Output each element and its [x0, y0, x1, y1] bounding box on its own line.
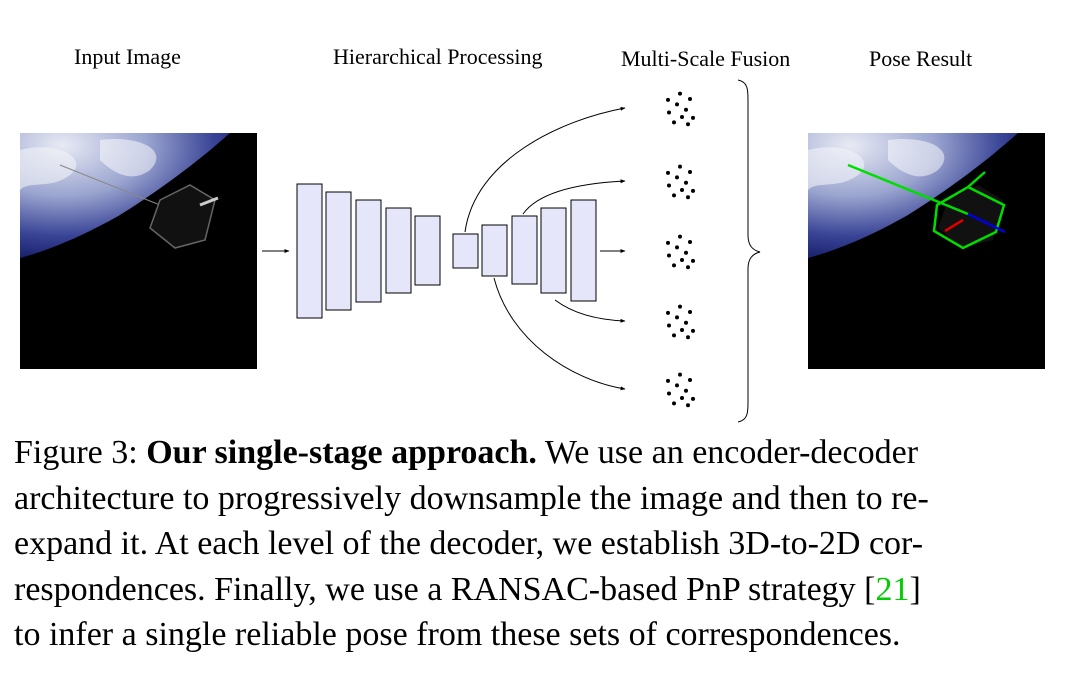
correspondence-point [672, 333, 676, 338]
correspondence-point [680, 258, 684, 262]
correspondence-point [686, 403, 690, 408]
correspondence-point [678, 91, 682, 96]
correspondence-point [684, 388, 688, 393]
correspondence-point [666, 310, 670, 315]
encoder-decoder [296, 183, 597, 319]
correspondence-point [688, 240, 692, 244]
encoder-layer [414, 215, 441, 286]
correspondence-point [672, 401, 676, 406]
correspondence-point [666, 240, 670, 245]
caption-line-2: architecture to progressively downsample… [14, 479, 929, 517]
figure-number: Figure 3: [14, 434, 147, 471]
multi-scale-fusion-label: Multi-Scale Fusion [621, 46, 791, 71]
correspondence-point [678, 372, 682, 377]
correspondence-point [686, 195, 690, 200]
correspondence-point [680, 328, 684, 332]
correspondence-point [684, 320, 688, 325]
correspondence-point [667, 323, 671, 328]
correspondence-point [678, 234, 682, 239]
correspondence-point [675, 175, 679, 180]
correspondence-point [680, 396, 684, 400]
correspondence-point [688, 97, 692, 101]
fusion-brace [737, 79, 761, 423]
input-image-label: Input Image [74, 44, 181, 69]
correspondence-point [678, 164, 682, 169]
correspondence-point [688, 378, 692, 382]
spacecraft [59, 164, 219, 249]
figure-caption: Figure 3: Our single-stage approach. We … [14, 430, 1064, 658]
hierarchical-processing-label: Hierarchical Processing [333, 44, 543, 69]
caption-lead: Our single-stage approach. [146, 434, 537, 471]
pose-result-image [808, 133, 1045, 369]
correspondence-point [686, 122, 690, 127]
caption-text: ] [909, 570, 921, 608]
correspondence-point [691, 258, 695, 263]
encoder-layer [385, 207, 412, 294]
caption-text: respondences. Finally, we use a RANSAC-b… [14, 570, 876, 608]
caption-text: We use an encoder-decoder [536, 434, 919, 471]
correspondence-sets [666, 91, 695, 408]
pipeline-diagram [20, 79, 1045, 423]
correspondence-point [684, 180, 688, 185]
decoder-layer [570, 199, 597, 302]
correspondence-point [680, 115, 684, 119]
decoder-layer [511, 215, 538, 285]
citation-link[interactable]: 21 [875, 570, 910, 608]
correspondence-point [667, 183, 671, 188]
correspondence-point [675, 315, 679, 320]
correspondence-point [666, 378, 670, 383]
correspondence-point [691, 188, 695, 193]
correspondence-point [666, 170, 670, 175]
correspondence-point [686, 265, 690, 270]
correspondence-point [691, 396, 695, 401]
correspondence-point [672, 263, 676, 268]
pose-overlay [847, 163, 1006, 250]
decoder-layer [481, 224, 508, 277]
encoder-layer [325, 191, 352, 311]
correspondence-point [688, 170, 692, 174]
correspondence-point [691, 328, 695, 333]
correspondence-point [667, 253, 671, 258]
correspondence-point [678, 304, 682, 309]
correspondence-point [675, 383, 679, 388]
correspondence-point [686, 335, 690, 340]
correspondence-point [667, 110, 671, 115]
correspondence-point [675, 102, 679, 107]
decoder-layer [540, 207, 567, 294]
earth-horizon [20, 133, 230, 258]
correspondence-point [688, 310, 692, 314]
encoder-layer [296, 183, 323, 319]
caption-line-5: to infer a single reliable pose from the… [14, 616, 901, 653]
correspondence-point [684, 250, 688, 255]
input-image [20, 133, 257, 369]
caption-line-4: respondences. Finally, we use a RANSAC-b… [14, 567, 1064, 613]
correspondence-point [684, 107, 688, 112]
correspondence-point [691, 115, 695, 120]
bottleneck-layer [452, 233, 479, 269]
encoder-layer [355, 199, 382, 303]
correspondence-point [666, 97, 670, 102]
correspondence-point [672, 120, 676, 125]
pose-result-label: Pose Result [869, 46, 973, 71]
correspondence-point [667, 391, 671, 396]
earth-horizon [808, 133, 1018, 258]
caption-line-3: expand it. At each level of the decoder,… [14, 525, 924, 562]
correspondence-point [675, 245, 679, 250]
correspondence-point [672, 193, 676, 198]
caption-line-1: Figure 3: Our single-stage approach. We … [14, 430, 1064, 476]
correspondence-point [680, 188, 684, 192]
scale-arrows [464, 106, 626, 391]
